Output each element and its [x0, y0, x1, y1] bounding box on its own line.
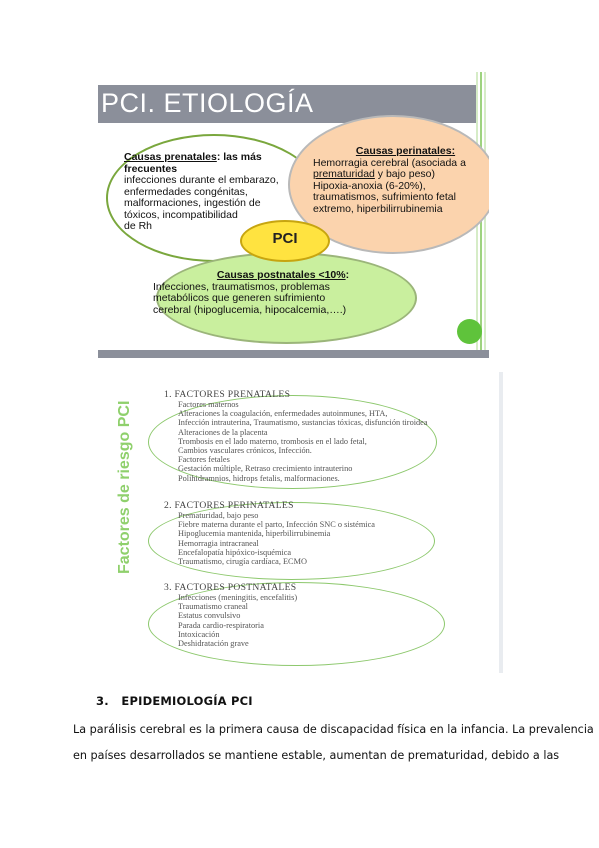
prenatal-factors-list: 1. FACTORES PRENATALES Factores maternos… [164, 389, 428, 483]
list-item: Traumatismo, cirugía cardíaca, ECMO [178, 557, 307, 567]
postnatal-causes-text: Causas postnatales <10%: Infecciones, tr… [153, 269, 350, 316]
postnatal-heading: Causas postnatales <10% [216, 269, 346, 281]
section-title: EPIDEMIOLOGÍA PCI [121, 694, 253, 708]
list-item: Factores fetales [178, 455, 230, 465]
perinatal-factors-ellipse [148, 502, 435, 580]
section-heading: 3. EPIDEMIOLOGÍA PCI [96, 694, 253, 708]
slide-title: PCI. ETIOLOGÍA [101, 88, 314, 118]
prenatal-factors-heading: 1. FACTORES PRENATALES [164, 389, 291, 400]
slide-top-band [98, 72, 489, 85]
list-item: Alteraciones de la placenta [178, 427, 268, 437]
pci-center-ellipse [240, 220, 330, 262]
list-item: Prematuridad, bajo peso [178, 511, 259, 520]
perinatal-factors-heading: 2. FACTORES PERINATALES [164, 500, 294, 511]
slide-side-line [499, 372, 503, 673]
list-item: Polihidramnios, hidrops fetalis, malform… [178, 473, 340, 483]
list-item: Hemorragia intracraneal [178, 538, 259, 548]
list-item: Traumatismo craneal [178, 602, 248, 612]
list-item: Gestación múltiple, Retraso crecimiento … [178, 464, 353, 474]
postnatal-factors-ellipse [148, 582, 445, 666]
list-item: Parada cardio-respiratoria [178, 620, 264, 630]
prenatal-heading: Causas prenatales [124, 151, 217, 163]
list-item: Intoxicación [178, 629, 220, 639]
list-item: Encefalopatía hipóxico-isquémica [178, 547, 292, 557]
list-item: Estatus convulsivo [178, 611, 241, 621]
list-item: Infección intrauterina, Traumatismo, sus… [178, 418, 428, 428]
perinatal-causes-text: Causas perinatales: Hemorragia cerebral … [313, 145, 466, 215]
list-item: Deshidratación grave [178, 639, 249, 649]
pci-label: PCI [272, 230, 298, 247]
paragraph-line: en países desarrollados se mantiene esta… [73, 749, 560, 762]
list-item: Fiebre materna durante el parto, Infecci… [178, 520, 375, 530]
list-item: Hipoglucemia mantenida, hiperbilirrubine… [178, 529, 331, 539]
section-number: 3. [96, 694, 109, 708]
paragraph-line: La parálisis cerebral es la primera caus… [73, 723, 594, 736]
risk-factors-slide: Factores de riesgo PCI 1. FACTORES PRENA… [110, 372, 503, 673]
prenatal-causes-text: Causas prenatales: las más frecuentes in… [124, 151, 279, 232]
postnatal-ellipse [156, 252, 417, 344]
etiology-slide: PCI. ETIOLOGÍA Causas prenatales: las má… [98, 72, 489, 358]
perinatal-factors-list: 2. FACTORES PERINATALES Prematuridad, ba… [164, 500, 375, 566]
postnatal-factors-heading: 3. FACTORES POSTNATALES [164, 582, 297, 593]
prenatal-factors-ellipse [148, 395, 437, 489]
list-item: Trombosis en el lado materno, trombosis … [178, 436, 367, 446]
list-item: Infecciones (meningitis, encefalitis) [178, 593, 298, 602]
perinatal-heading: Causas perinatales: [355, 145, 456, 157]
list-item: Cambios vasculares crónicos, Infección. [178, 446, 312, 456]
postnatal-factors-list: 3. FACTORES POSTNATALES Infecciones (men… [164, 582, 297, 648]
vertical-title: Factores de riesgo PCI [116, 400, 133, 574]
list-item: Alteraciones la coagulación, enfermedade… [178, 409, 388, 419]
slide-bottom-band [98, 350, 489, 358]
list-item: Factores maternos [178, 400, 239, 409]
slide-title-bar: PCI. ETIOLOGÍA [98, 85, 478, 123]
green-dot-decoration [457, 319, 482, 344]
